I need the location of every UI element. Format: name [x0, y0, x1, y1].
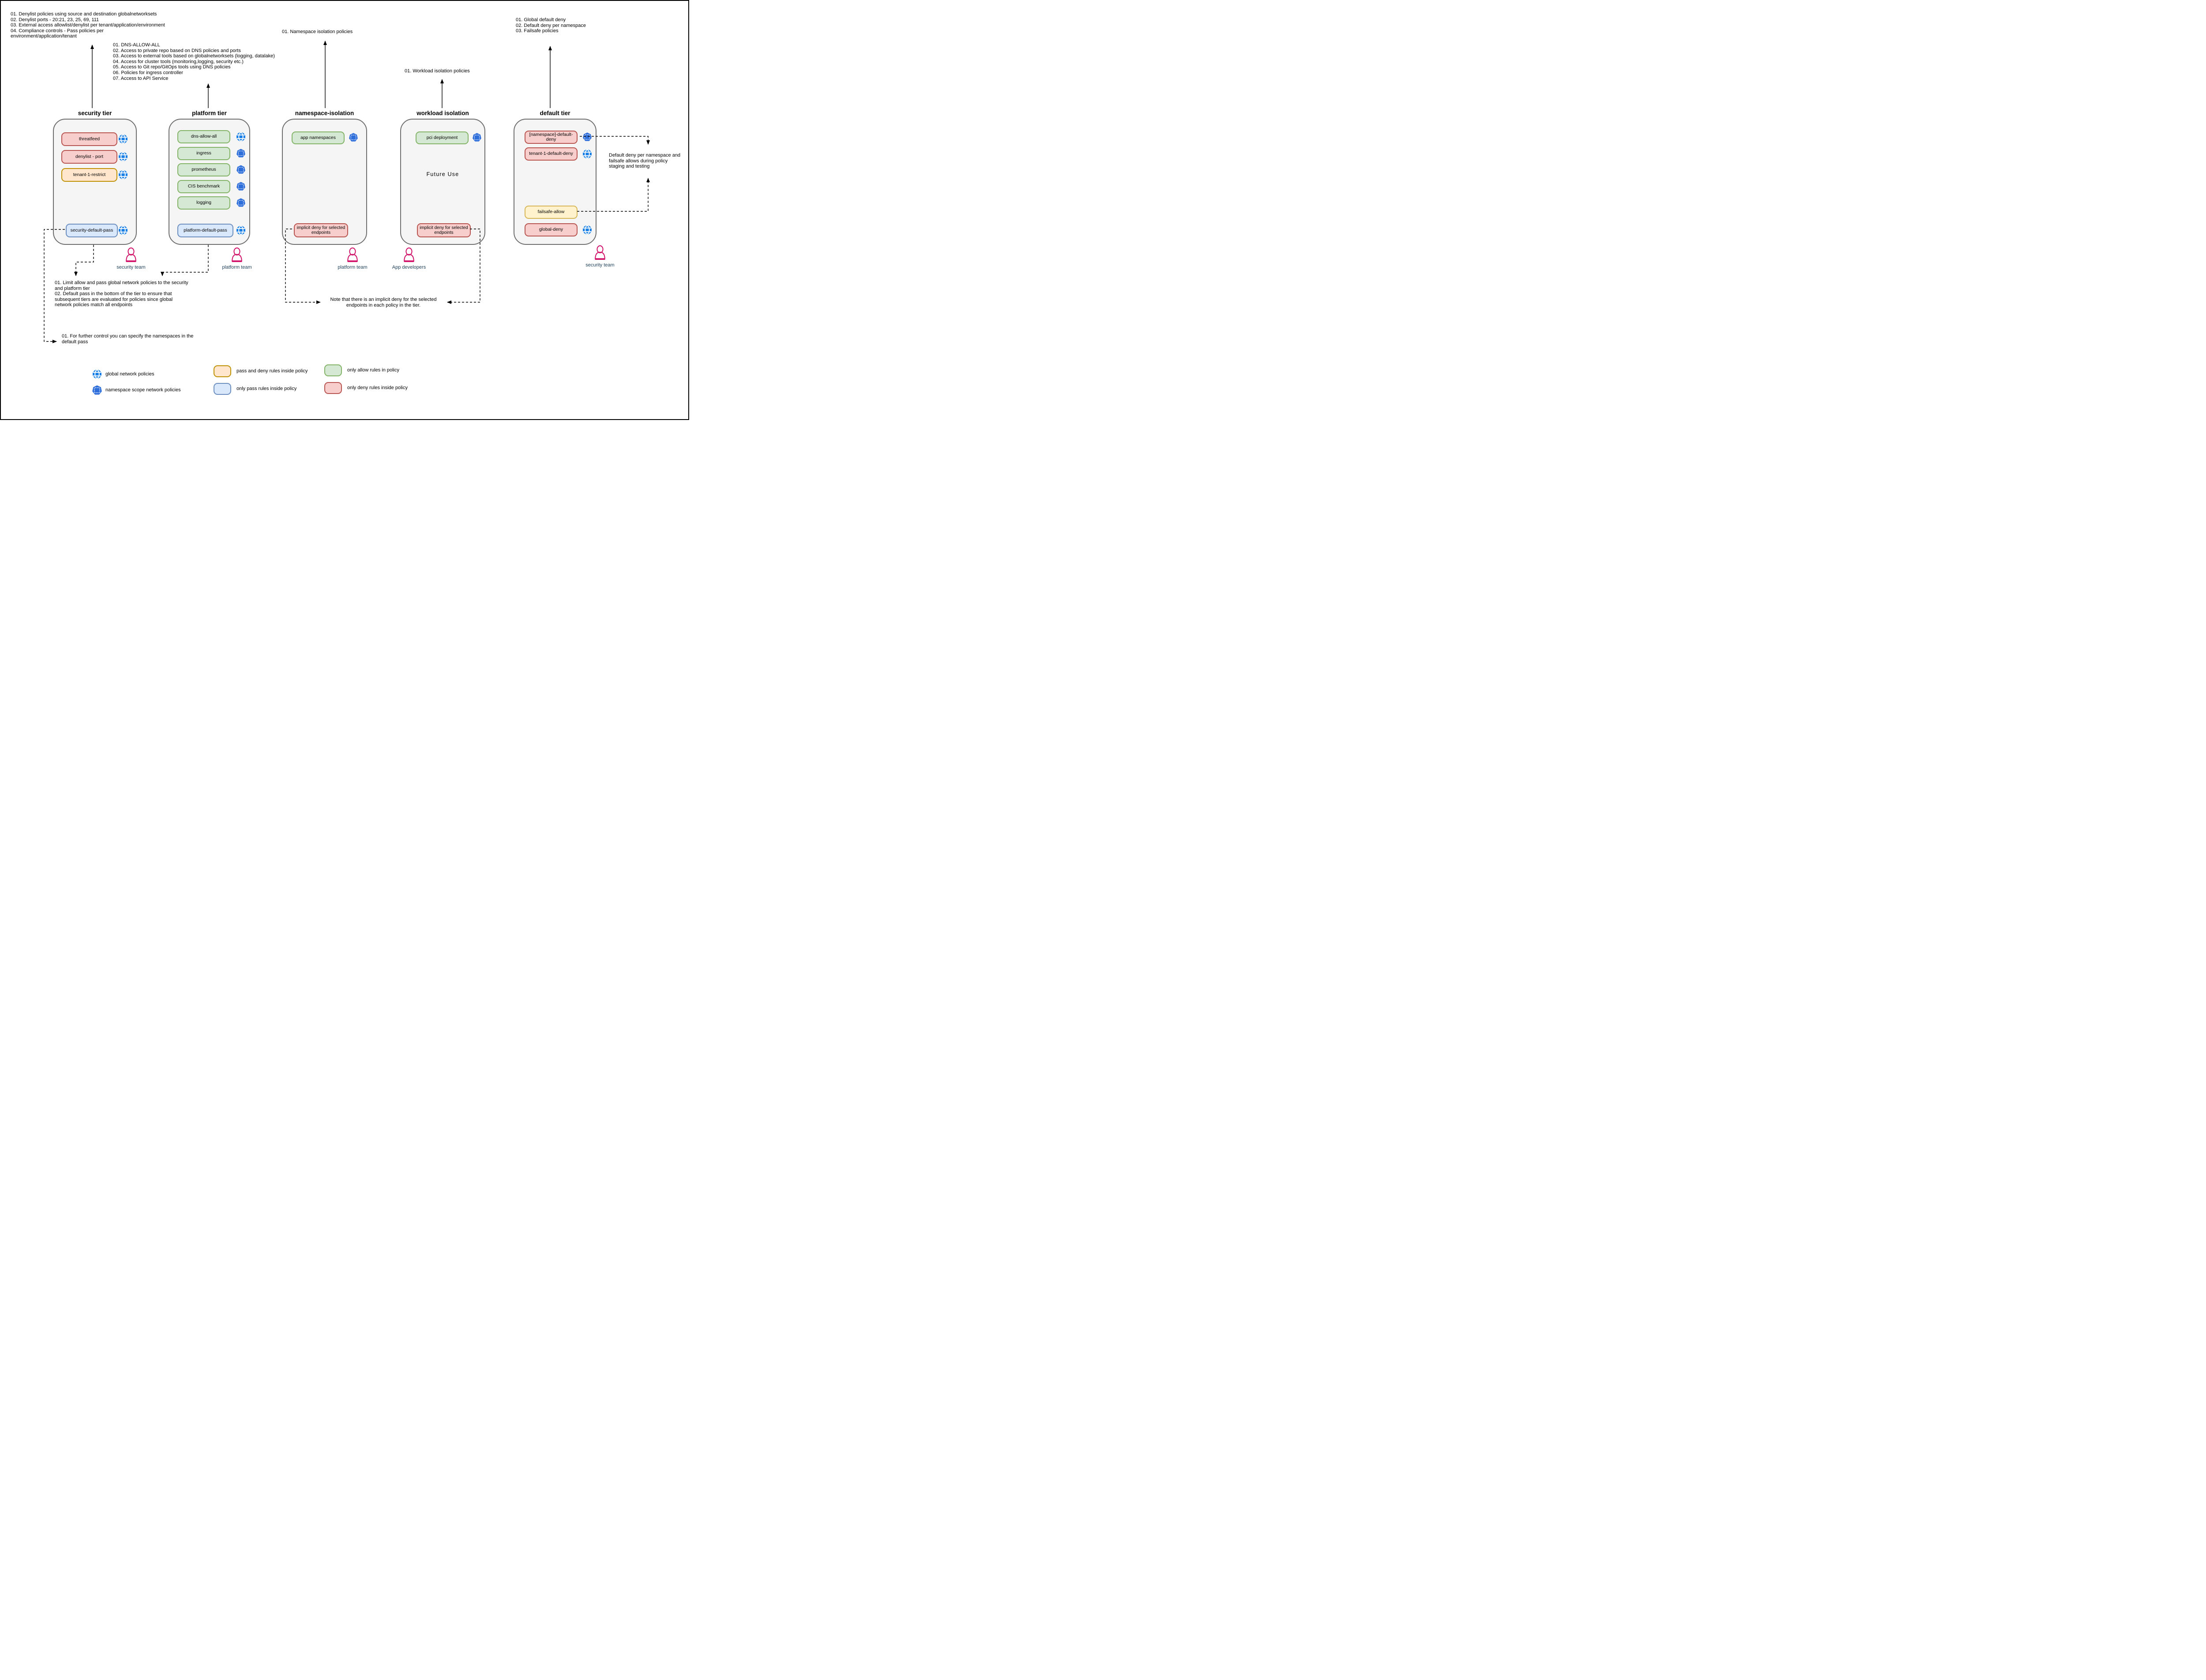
namespace-policy-icon — [582, 132, 592, 142]
team-label-security-2: security team — [585, 262, 615, 268]
globe-icon — [582, 225, 592, 235]
globe-icon — [236, 225, 246, 235]
person-icon — [402, 248, 416, 262]
default-tier-notes: 01. Global default deny 02. Default deny… — [516, 17, 586, 34]
legend-only-deny-label: only deny rules inside policy — [347, 385, 408, 390]
namespace-policy-icon — [236, 182, 246, 191]
legend-only-allow-label: only allow rules in policy — [347, 368, 399, 373]
namespace-policy-icon — [236, 165, 246, 174]
policy-app-namespaces: app namespaces — [292, 131, 345, 144]
policy-prometheus: prometheus — [177, 163, 230, 176]
globe-icon — [582, 149, 592, 159]
tier-pass-note: 01. Limit allow and pass global network … — [55, 280, 188, 308]
team-label-platform-1: platform team — [222, 265, 252, 270]
tier-security: threatfeed denylist - port tenant-1-rest… — [53, 119, 137, 245]
legend-swatch-only-pass — [214, 383, 231, 395]
policy-failsafe-allow: failsafe-allow — [525, 206, 578, 219]
policy-platform-default-pass: platform-default-pass — [177, 224, 233, 237]
future-use-label: Future Use — [426, 171, 459, 177]
policy-implicit-deny-workload: implicit deny for selected endpoints — [417, 223, 471, 237]
namespace-policy-icon — [472, 133, 482, 142]
policy-tenant-1-restrict: tenant-1-restrict — [61, 168, 117, 182]
policy-logging: logging — [177, 196, 230, 210]
legend-only-pass-label: only pass rules inside policy — [236, 386, 297, 391]
policy-namespace-default-deny: [namespace]-default-deny — [525, 131, 578, 144]
workload-isolation-note: 01. Workload isolation policies — [405, 68, 470, 74]
team-label-security-1: security team — [116, 265, 146, 270]
platform-tier-notes: 01. DNS-ALLOW-ALL 02. Access to private … — [113, 42, 275, 81]
tier-title-namespace-isolation: namespace-isolation — [295, 110, 354, 116]
team-label-app-developers: App developers — [392, 265, 426, 270]
security-tier-notes: 01. Denylist policies using source and d… — [11, 11, 165, 39]
namespace-policy-icon — [349, 133, 358, 142]
tier-title-platform: platform tier — [192, 110, 227, 116]
person-icon — [124, 248, 138, 262]
policy-dns-allow-all: dns-allow-all — [177, 130, 230, 143]
team-label-platform-2: platform team — [338, 265, 368, 270]
legend-swatch-pass-deny — [214, 365, 231, 377]
policy-threatfeed: threatfeed — [61, 132, 117, 146]
namespace-isolation-note: 01. Namespace isolation policies — [282, 29, 353, 34]
policy-security-default-pass: security-default-pass — [66, 224, 118, 237]
policy-global-deny: global-deny — [525, 223, 578, 236]
tier-title-workload-isolation: workload isolation — [416, 110, 469, 116]
globe-icon — [118, 170, 128, 180]
legend-swatch-only-deny — [324, 382, 342, 394]
namespace-policy-icon — [236, 198, 246, 207]
policy-denylist-port: denylist - port — [61, 150, 117, 164]
legend-namespace-scope-policies: namespace scope network policies — [105, 387, 181, 393]
tier-title-security: security tier — [78, 110, 112, 116]
legend-swatch-only-allow — [324, 364, 342, 376]
person-icon — [593, 245, 607, 260]
dash-platform-tier-to-note — [161, 245, 209, 276]
legend-pass-deny-label: pass and deny rules inside policy — [236, 368, 308, 374]
person-icon — [230, 248, 244, 262]
tier-title-default: default tier — [540, 110, 570, 116]
policy-ingress: ingress — [177, 147, 230, 160]
dash-security-tier-to-note — [74, 245, 94, 276]
globe-icon — [118, 152, 128, 161]
diagram-canvas: 01. Denylist policies using source and d… — [0, 0, 689, 420]
globe-icon — [236, 132, 246, 142]
policy-pci-deployment: pci deployment — [416, 131, 469, 144]
policy-implicit-deny-namespace: implicit deny for selected endpoints — [294, 223, 348, 237]
policy-tenant-1-default-deny: tenant-1-default-deny — [525, 147, 578, 161]
person-icon — [346, 248, 359, 262]
tier-workload-isolation: pci deployment Future Use implicit deny … — [400, 119, 485, 245]
namespace-policy-icon — [236, 149, 246, 158]
namespace-policy-icon — [92, 385, 102, 395]
policy-cis-benchmark: CIS benchmark — [177, 180, 230, 193]
implicit-deny-note: Note that there is an implicit deny for … — [330, 297, 437, 308]
tier-namespace-isolation: app namespaces implicit deny for selecte… — [282, 119, 367, 245]
staging-note: Default deny per namespace and failsafe … — [609, 153, 681, 169]
globe-icon — [92, 369, 102, 379]
globe-icon — [118, 225, 128, 235]
tier-platform: dns-allow-all ingress prometheus CIS ben… — [169, 119, 250, 245]
legend-global-network-policies: global network policies — [105, 371, 154, 377]
globe-icon — [118, 134, 128, 144]
further-control-note: 01. For further control you can specify … — [62, 334, 194, 345]
tier-default: [namespace]-default-deny tenant-1-defaul… — [514, 119, 597, 245]
